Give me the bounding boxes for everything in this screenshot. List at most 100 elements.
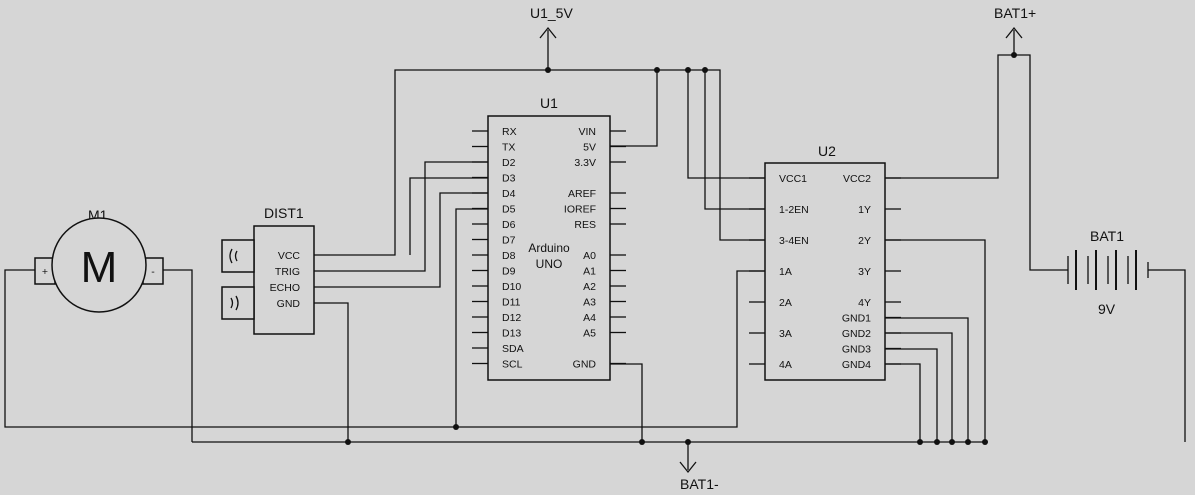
pin-label: D8 (502, 250, 516, 262)
junction-dot (1011, 52, 1017, 58)
pin-label: 5V (583, 142, 596, 154)
junction-dot (685, 67, 691, 73)
pin-label: A2 (583, 281, 596, 293)
motor-plus-sign: + (42, 266, 48, 278)
wire-vcc1 (687, 70, 765, 179)
pin-label: 3-4EN (779, 235, 809, 247)
wire-12en (704, 70, 765, 210)
pin-label: SDA (502, 343, 524, 355)
junction-dot (982, 439, 988, 445)
battery-value: 9V (1098, 301, 1116, 317)
wave-icon (230, 295, 239, 311)
junction-dot (345, 439, 351, 445)
pin-label: RES (574, 219, 596, 231)
pin-label: 4Y (858, 297, 871, 309)
driver-pins: VCC11-2EN3-4EN1A2A3A4AVCC21Y2Y3Y4YGND1GN… (749, 173, 901, 371)
pin-label: VCC1 (779, 173, 807, 185)
pin-label: D6 (502, 219, 516, 231)
motor-m1: M1 M + - (34, 207, 164, 313)
junctions (345, 52, 1017, 445)
down-arrow-icon (679, 461, 697, 474)
wire-1a (4, 269, 765, 428)
wire-echo (330, 192, 488, 288)
pin-label: VCC2 (843, 173, 871, 185)
pin-label: VIN (578, 126, 596, 138)
wire-arduino-5v (610, 70, 658, 147)
pin-label: D4 (502, 188, 516, 200)
wire-d3 (409, 177, 488, 255)
pin-label: 2A (779, 297, 792, 309)
pin-label: 4A (779, 359, 792, 371)
pin-label: GND4 (842, 359, 871, 371)
battery-icon (1045, 250, 1160, 290)
pin-label: D2 (502, 157, 516, 169)
up-arrow-icon (539, 26, 557, 39)
pin-label: GND (573, 359, 597, 371)
pin-label: A0 (583, 250, 596, 262)
battery-ref: BAT1 (1090, 228, 1124, 244)
wire-2y (885, 239, 986, 442)
wire-sensor-gnd (330, 302, 349, 442)
u1-5v-terminal: U1_5V (530, 5, 573, 39)
junction-dot (702, 67, 708, 73)
wire-motor-neg (163, 269, 193, 442)
wire-34en (705, 69, 765, 241)
pin-label: D13 (502, 328, 521, 340)
sensor-transmitter-icon (221, 239, 255, 273)
sensor-pin-label: ECHO (270, 282, 300, 294)
arduino-u1: U1 Arduino UNO RXTXD2D3D4D5D6D7D8D9D10D1… (472, 95, 626, 381)
sensor-dist1: DIST1 VCC TRIG ECHO GND (221, 205, 330, 335)
arduino-model: UNO (536, 257, 563, 271)
pin-label: 3.3V (574, 157, 596, 169)
junction-dot (654, 67, 660, 73)
junction-dot (453, 424, 459, 430)
pin-label: 3A (779, 328, 792, 340)
pin-label: IOREF (564, 204, 596, 216)
junction-dot (965, 439, 971, 445)
pin-label: GND2 (842, 328, 871, 340)
pin-label: A4 (583, 312, 596, 324)
pin-label: A1 (583, 266, 596, 278)
wire-vcc2 (885, 54, 1045, 271)
pin-label: GND1 (842, 313, 871, 325)
wire-d5 (455, 208, 488, 427)
arduino-ref: U1 (540, 95, 558, 111)
wire-trig (330, 161, 488, 272)
arduino-body (487, 115, 611, 381)
pin-label: D12 (502, 312, 521, 324)
pin-label: D3 (502, 173, 516, 185)
pin-label: 1-2EN (779, 204, 809, 216)
sensor-pin-label: VCC (278, 250, 301, 262)
u1-5v-label: U1_5V (530, 5, 573, 21)
pin-label: SCL (502, 359, 523, 371)
junction-dot (685, 439, 691, 445)
pin-label: GND3 (842, 344, 871, 356)
driver-body (764, 162, 886, 381)
wave-icon (229, 248, 238, 264)
arduino-name: Arduino (528, 241, 570, 255)
wire-arduino-gnd (610, 363, 643, 442)
junction-dot (545, 67, 551, 73)
pin-label: 3Y (858, 266, 871, 278)
pin-label: D11 (502, 297, 521, 309)
bat-neg-label: BAT1- (680, 476, 719, 492)
pin-label: D5 (502, 204, 516, 216)
bat-neg-terminal: BAT1- (679, 461, 719, 492)
junction-dot (639, 439, 645, 445)
pin-label: TX (502, 142, 515, 154)
motor-icon (51, 217, 147, 313)
pin-label: A5 (583, 328, 596, 340)
pin-label: RX (502, 126, 517, 138)
wire-gnd3 (885, 348, 938, 442)
arduino-pins: RXTXD2D3D4D5D6D7D8D9D10D11D12D13SDASCLVI… (472, 126, 626, 371)
up-arrow-icon (1005, 26, 1023, 39)
junction-dot (917, 439, 923, 445)
junction-dot (949, 439, 955, 445)
pin-label: 1A (779, 266, 792, 278)
driver-u2: U2 VCC11-2EN3-4EN1A2A3A4AVCC21Y2Y3Y4YGND… (749, 143, 901, 381)
wire-gnd2 (885, 332, 953, 442)
sensor-body (253, 225, 315, 335)
pin-label: AREF (568, 188, 596, 200)
bat-pos-label: BAT1+ (994, 5, 1036, 21)
pin-label: D7 (502, 235, 516, 247)
